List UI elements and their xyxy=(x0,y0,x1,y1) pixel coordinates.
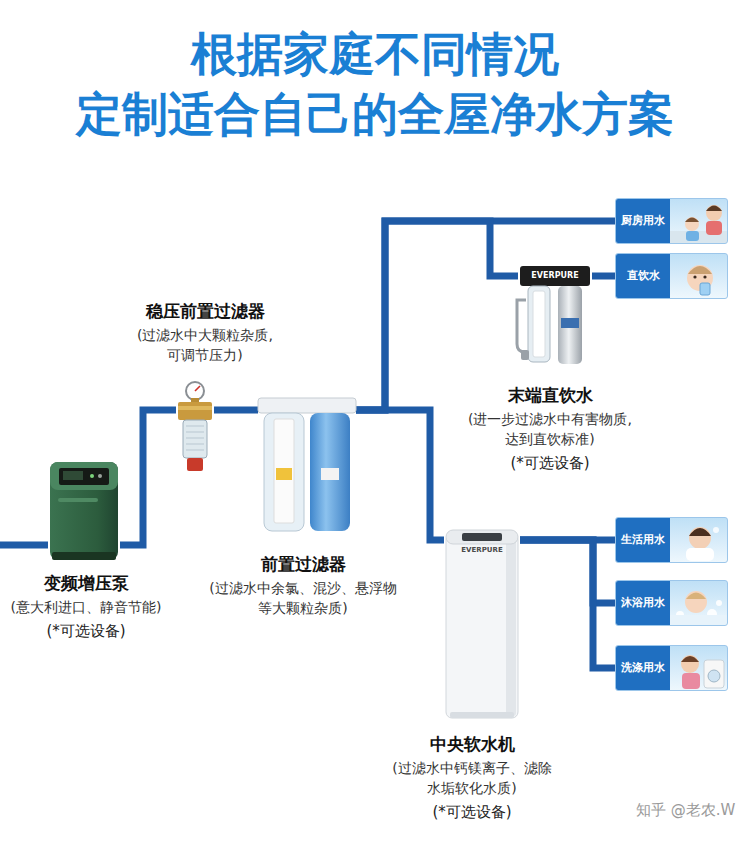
water-pipe xyxy=(520,540,615,603)
watermark: 知乎 @老农.W xyxy=(636,800,735,820)
device: 变频增压泵(意大利进口、静音节能)(*可选设备) xyxy=(48,458,120,562)
outlet-box: 直饮水 xyxy=(615,253,728,299)
diagram-title: 根据家庭不同情况 定制适合自己的全屋净水方案 xyxy=(0,24,750,144)
device-name: 稳压前置过滤器 xyxy=(146,300,265,322)
drinking-filter-illustration xyxy=(517,266,590,364)
device: 末端直饮水(进一步过滤水中有害物质, 达到直饮标准)(*可选设备) xyxy=(518,266,592,366)
outlet-box: 生活用水 xyxy=(615,517,728,563)
kitchen-photo xyxy=(669,199,727,243)
device-name: 末端直饮水 xyxy=(508,384,593,406)
device: 稳压前置过滤器(过滤水中大颗粒杂质, 可调节压力) xyxy=(176,380,214,474)
laundry-photo xyxy=(669,646,727,690)
bath-photo xyxy=(669,581,727,625)
device-name: 中央软水机 xyxy=(430,733,515,755)
device-description: (过滤水中大颗粒杂质, 可调节压力) xyxy=(120,325,290,365)
outlet-box: 沐浴用水 xyxy=(615,580,728,626)
water-pipe xyxy=(520,540,615,668)
inlet-pipe xyxy=(0,542,48,549)
drinking-photo xyxy=(669,254,727,298)
water-pipe xyxy=(356,221,518,410)
outlet-label: 直饮水 xyxy=(627,269,660,283)
outlet-tab: 生活用水 xyxy=(616,518,670,562)
device-description: (意大利进口、静音节能) xyxy=(11,597,162,617)
optional-note: (*可选设备) xyxy=(432,801,511,823)
outlet-tab: 沐浴用水 xyxy=(616,581,670,625)
device-name: 前置过滤器 xyxy=(261,553,346,575)
device-description: (过滤水中钙镁离子、滤除 水垢软化水质) xyxy=(380,758,565,798)
outlet-label: 生活用水 xyxy=(621,533,665,547)
outlet-tab: 厨房用水 xyxy=(616,199,670,243)
living-photo xyxy=(669,518,727,562)
outlet-box: 厨房用水 xyxy=(615,198,728,244)
device: 前置过滤器(过滤水中余氯、混沙、悬浮物 等大颗粒杂质) xyxy=(258,398,356,536)
outlet-tab: 洗涤用水 xyxy=(616,646,670,690)
outlet-tab: 直饮水 xyxy=(616,254,670,298)
water-pipe xyxy=(214,407,258,414)
optional-note: (*可选设备) xyxy=(510,452,589,474)
softener-illustration xyxy=(446,530,518,718)
device-description: (进一步过滤水中有害物质, 达到直饮标准) xyxy=(455,409,645,449)
outlet-label: 沐浴用水 xyxy=(621,596,665,610)
water-pipe xyxy=(356,221,615,410)
pump-illustration xyxy=(50,462,118,560)
outlet-label: 洗涤用水 xyxy=(621,661,665,675)
device-name: 变频增压泵 xyxy=(44,572,129,594)
outlet-label: 厨房用水 xyxy=(621,214,665,228)
prefilter-illustration xyxy=(258,398,356,531)
brand-logo: EVERPURE xyxy=(461,546,502,555)
brand-logo: EVERPURE xyxy=(531,271,578,281)
water-pipe xyxy=(120,410,176,545)
optional-note: (*可选设备) xyxy=(46,620,125,642)
pressure-filter-illustration xyxy=(178,382,212,471)
outlet-box: 洗涤用水 xyxy=(615,645,728,691)
device: 中央软水机(过滤水中钙镁离子、滤除 水垢软化水质)(*可选设备) xyxy=(444,530,520,720)
water-pipe xyxy=(592,273,615,280)
water-pipe xyxy=(356,410,444,540)
device-description: (过滤水中余氯、混沙、悬浮物 等大颗粒杂质) xyxy=(196,578,411,618)
